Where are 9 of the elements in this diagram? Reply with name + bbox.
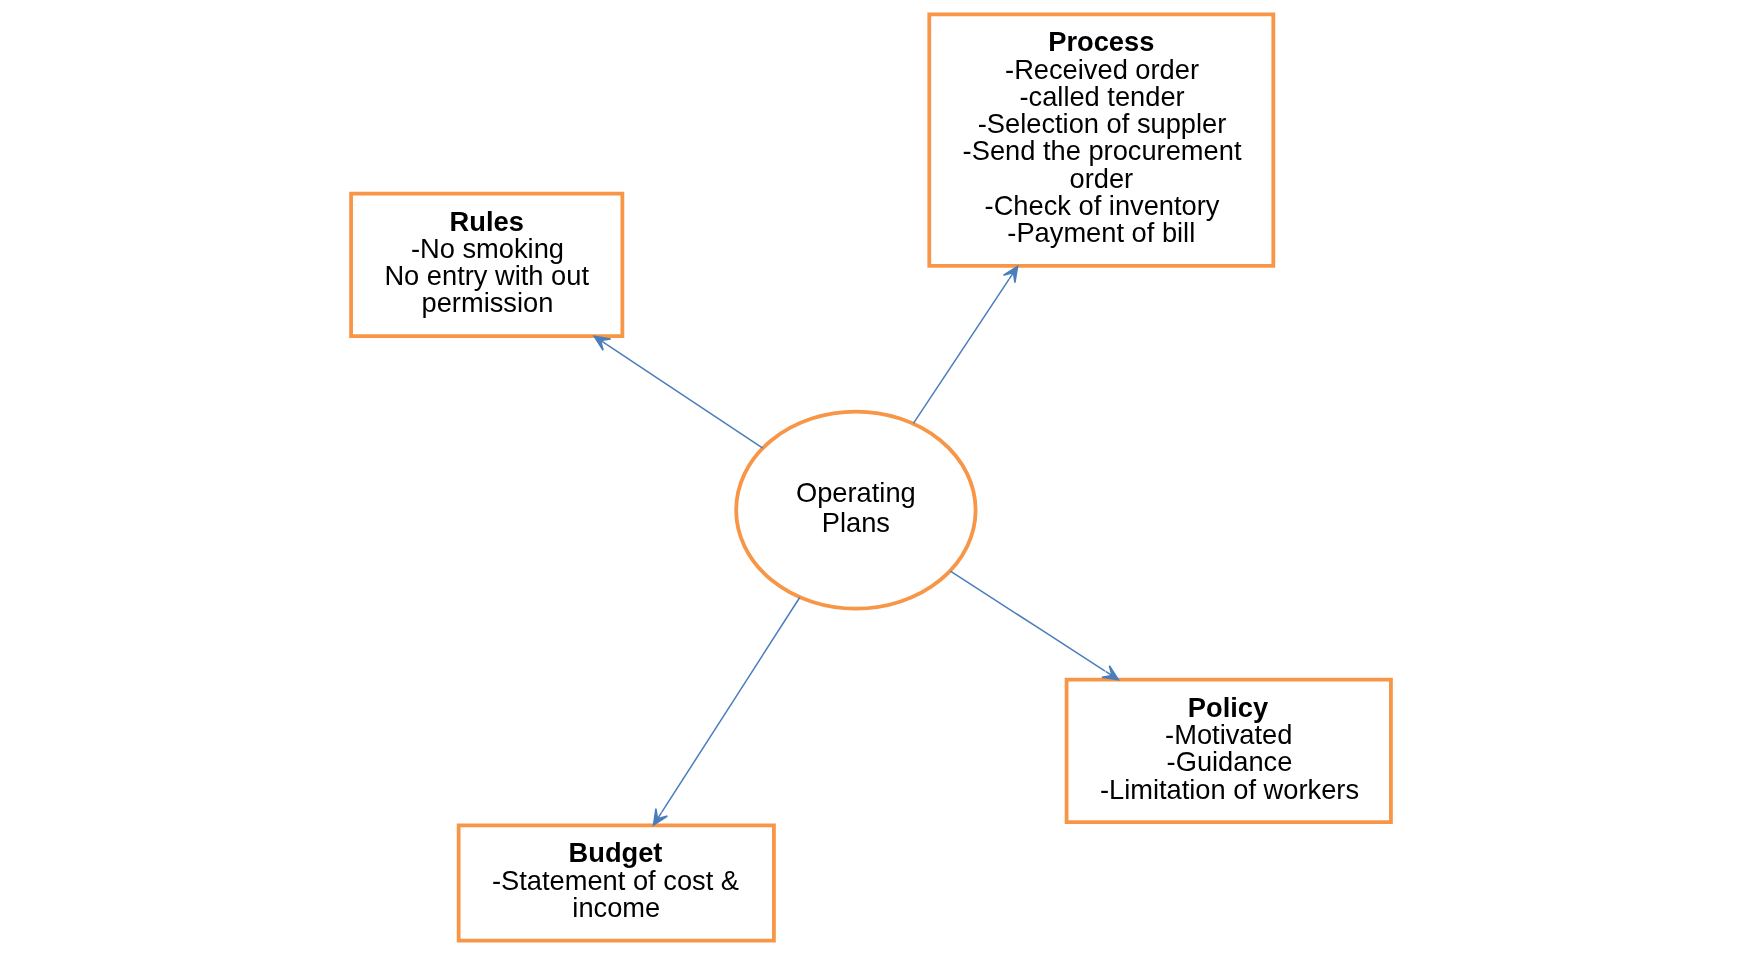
arrow bbox=[949, 570, 1119, 681]
arrow bbox=[912, 265, 1018, 425]
arrow bbox=[652, 596, 800, 826]
node-ellipse: Operating Plans bbox=[733, 409, 977, 611]
node-box: Process -Received order -called tender -Selection of suppler -Send the procurement order -Check of inventory -Payment of bill bbox=[926, 12, 1275, 268]
node-box: Rules -No smoking No entry with out permission bbox=[348, 191, 624, 338]
arrow bbox=[592, 335, 763, 449]
node-box: Budget -Statement of cost & income bbox=[456, 823, 776, 943]
node-box: Policy -Motivated -Guidance -Limitation of workers bbox=[1064, 677, 1393, 825]
